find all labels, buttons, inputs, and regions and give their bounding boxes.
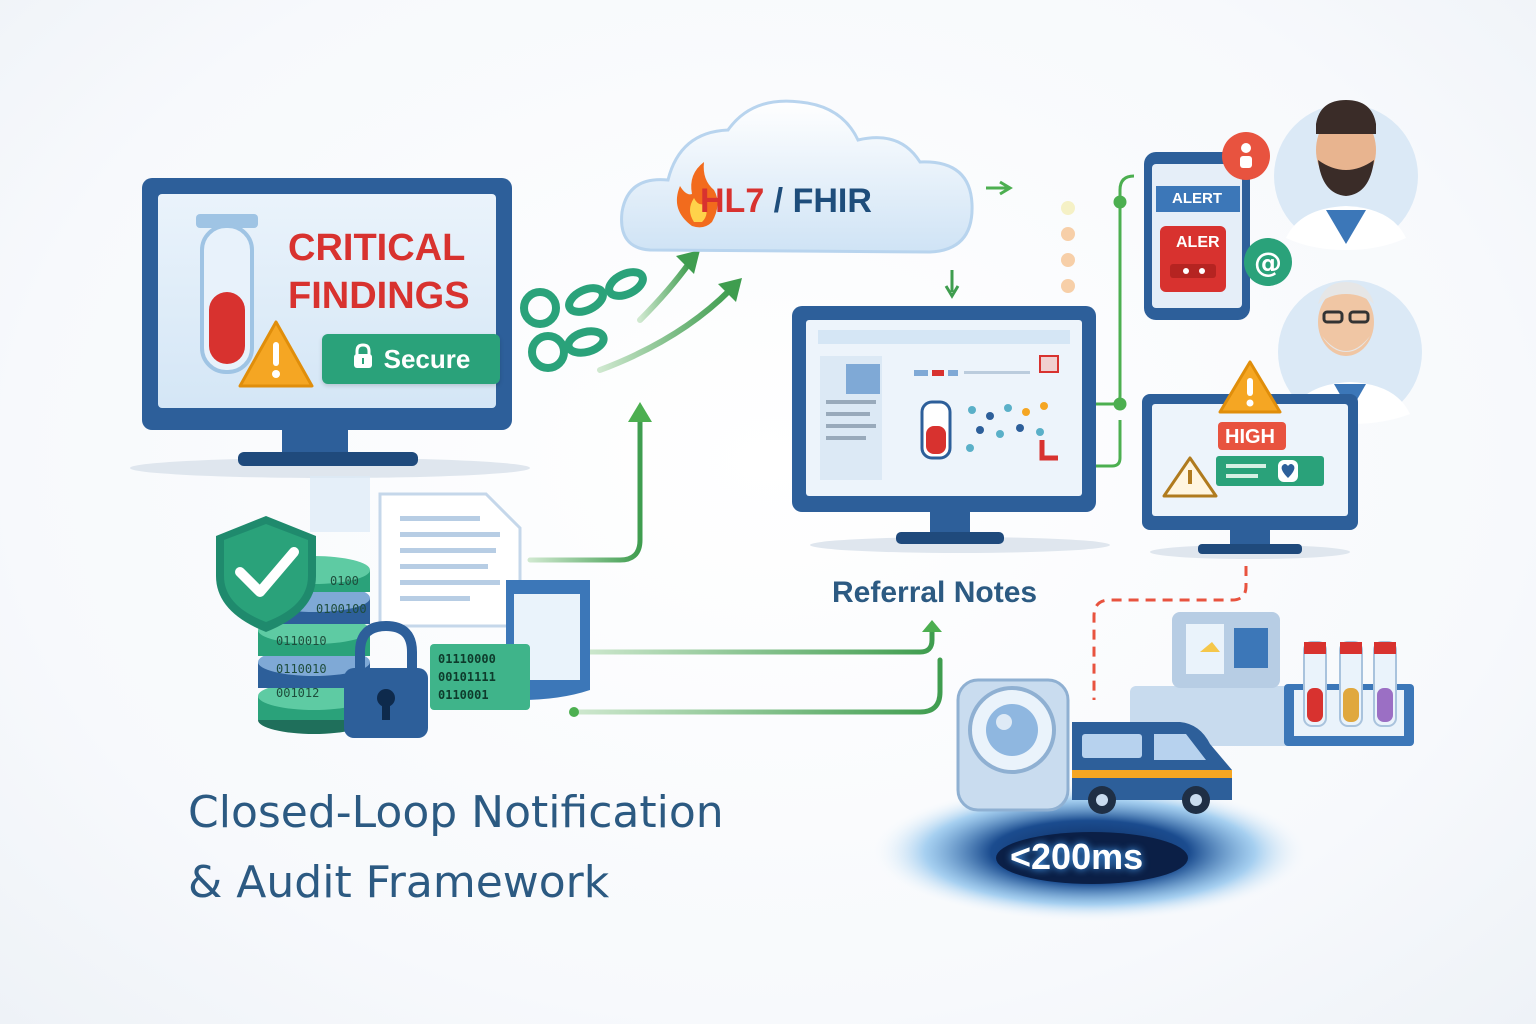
title-line-1: Closed-Loop Notification xyxy=(188,787,724,838)
referral-notes-label: Referral Notes xyxy=(832,576,1038,609)
arrow-head xyxy=(922,620,942,632)
db-binary-row: 0100100 xyxy=(316,602,367,616)
card-binary-row: 00101111 xyxy=(438,670,496,684)
connector-lines xyxy=(1096,174,1135,468)
padlock-icon xyxy=(344,620,428,738)
hl7-fhir-cloud xyxy=(620,99,974,254)
svg-text:@: @ xyxy=(1254,246,1282,279)
db-binary-row: 0110010 xyxy=(276,634,327,648)
secure-badge: Secure xyxy=(322,334,500,384)
db-binary-row: 0110010 xyxy=(276,662,327,676)
hl7-fhir-label: HL7 / FHIR xyxy=(700,182,872,221)
latency-label: <200ms xyxy=(1010,836,1144,877)
db-binary-row: 001012 xyxy=(276,686,320,700)
person-alert-icon xyxy=(1222,132,1270,180)
arrow-down-icon xyxy=(944,270,960,299)
audit-records xyxy=(310,476,590,700)
phone-alert-header: ALERT xyxy=(1172,190,1222,207)
ehr-monitor xyxy=(792,306,1110,553)
hl7-text: HL7 xyxy=(700,182,765,220)
fhir-text: / FHIR xyxy=(764,182,872,220)
high-priority-badge: HIGH xyxy=(1225,426,1275,448)
flow-arrow-to-referral xyxy=(571,625,943,715)
dashed-connector xyxy=(1092,566,1248,700)
title-line-2: & Audit Framework xyxy=(188,857,610,908)
warning-icon xyxy=(1162,456,1218,498)
priority-monitor xyxy=(1142,394,1358,559)
arrow-head xyxy=(676,250,700,274)
critical-line-2: FINDINGS xyxy=(288,275,470,317)
binary-card xyxy=(430,644,530,710)
test-tube-rack xyxy=(1303,641,1397,727)
at-icon: @ xyxy=(1244,238,1292,286)
warning-icon xyxy=(1218,360,1282,414)
critical-findings-label: CRITICAL FINDINGS xyxy=(288,224,470,320)
doctor-avatar-1 xyxy=(1274,100,1418,250)
mri-scanner-icon xyxy=(956,678,1070,812)
secure-label: Secure xyxy=(383,343,471,374)
dotted-trail xyxy=(1061,201,1075,293)
card-binary-row: 01110000 xyxy=(438,652,496,666)
ambulance-icon xyxy=(1072,722,1232,814)
shield-check-icon xyxy=(216,516,316,632)
alert-phone xyxy=(1144,152,1250,320)
critical-findings-monitor xyxy=(130,178,530,478)
arrow-head xyxy=(628,402,652,422)
warning-icon xyxy=(238,320,314,388)
card-binary-row: 0110001 xyxy=(438,688,489,702)
phone-alert-badge: ALER xyxy=(1176,234,1220,251)
db-binary-text: 0100 0100100 0110010 0110010 001012 xyxy=(276,574,367,700)
chain-link-icon xyxy=(520,268,647,372)
flow-arrow-records-up xyxy=(527,417,643,563)
db-binary-row: 0100 xyxy=(330,574,359,588)
flow-arrows-to-cloud xyxy=(597,259,733,373)
page-title: Closed-Loop Notification & Audit Framewo… xyxy=(188,778,724,918)
fire-icon xyxy=(676,162,718,228)
heart-icon xyxy=(1281,464,1295,478)
latency-badge xyxy=(996,832,1188,884)
lab-equipment xyxy=(1130,612,1414,746)
arrow-head xyxy=(718,278,742,302)
lock-icon xyxy=(352,342,374,376)
arrow-right-icon xyxy=(986,180,1013,196)
critical-line-1: CRITICAL xyxy=(288,227,466,269)
card-binary-text: 01110000 00101111 0110001 xyxy=(438,652,496,702)
test-tube-icon xyxy=(196,214,258,374)
